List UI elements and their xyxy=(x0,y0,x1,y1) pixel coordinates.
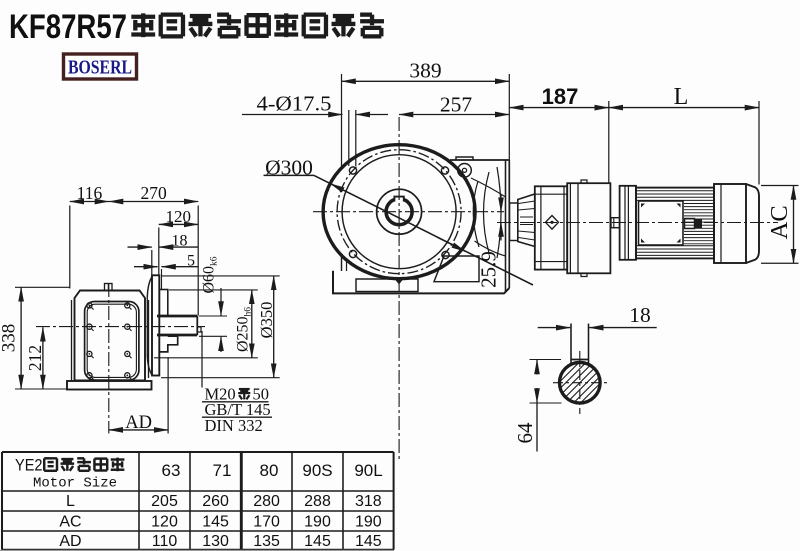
svg-text:110: 110 xyxy=(152,533,178,550)
svg-text:M20: M20 xyxy=(205,385,236,404)
svg-text:KF87R57: KF87R57 xyxy=(9,8,127,46)
svg-text:120: 120 xyxy=(166,207,192,226)
svg-text:135: 135 xyxy=(253,533,280,550)
svg-text:BOSERL: BOSERL xyxy=(68,57,132,79)
svg-text:AC: AC xyxy=(766,205,793,239)
svg-text:318: 318 xyxy=(355,493,382,510)
svg-text:Ø60k6: Ø60k6 xyxy=(201,256,220,293)
svg-text:116: 116 xyxy=(77,183,103,203)
svg-text:90S: 90S xyxy=(302,461,332,480)
svg-text:Ø250h6: Ø250h6 xyxy=(235,307,254,352)
svg-text:170: 170 xyxy=(253,513,280,530)
svg-text:YE2: YE2 xyxy=(15,456,43,474)
svg-text:212: 212 xyxy=(25,345,45,371)
svg-text:389: 389 xyxy=(409,59,441,83)
svg-text:288: 288 xyxy=(304,493,331,510)
svg-text:80: 80 xyxy=(260,461,279,480)
svg-text:50: 50 xyxy=(253,385,270,404)
svg-text:90L: 90L xyxy=(354,461,382,480)
svg-text:120: 120 xyxy=(151,513,178,530)
svg-text:L: L xyxy=(66,493,75,510)
svg-text:64: 64 xyxy=(513,422,537,444)
svg-text:338: 338 xyxy=(0,324,20,353)
svg-text:145: 145 xyxy=(355,533,382,550)
svg-text:18: 18 xyxy=(172,233,188,250)
svg-text:25.9: 25.9 xyxy=(477,251,501,288)
svg-text:257: 257 xyxy=(440,93,473,117)
svg-text:187: 187 xyxy=(542,84,579,109)
svg-text:Motor Size: Motor Size xyxy=(33,475,117,491)
svg-text:71: 71 xyxy=(213,461,232,480)
svg-text:190: 190 xyxy=(304,513,331,530)
svg-text:270: 270 xyxy=(140,183,167,203)
svg-text:260: 260 xyxy=(202,493,229,510)
svg-text:L: L xyxy=(674,84,689,110)
svg-text:280: 280 xyxy=(253,493,280,510)
svg-text:5: 5 xyxy=(187,253,195,270)
svg-text:DIN 332: DIN 332 xyxy=(205,416,263,435)
svg-text:4-Ø17.5: 4-Ø17.5 xyxy=(257,92,332,116)
svg-text:205: 205 xyxy=(151,493,178,510)
svg-text:AD: AD xyxy=(125,413,152,433)
svg-text:AD: AD xyxy=(59,533,81,550)
svg-text:145: 145 xyxy=(304,533,331,550)
svg-text:130: 130 xyxy=(202,533,229,550)
svg-text:18: 18 xyxy=(629,303,651,327)
svg-text:GB/T 145: GB/T 145 xyxy=(205,400,271,419)
svg-text:Ø350: Ø350 xyxy=(257,302,276,339)
svg-text:63: 63 xyxy=(162,461,181,480)
svg-text:145: 145 xyxy=(202,513,229,530)
svg-text:AC: AC xyxy=(59,513,81,530)
svg-text:190: 190 xyxy=(355,513,382,530)
